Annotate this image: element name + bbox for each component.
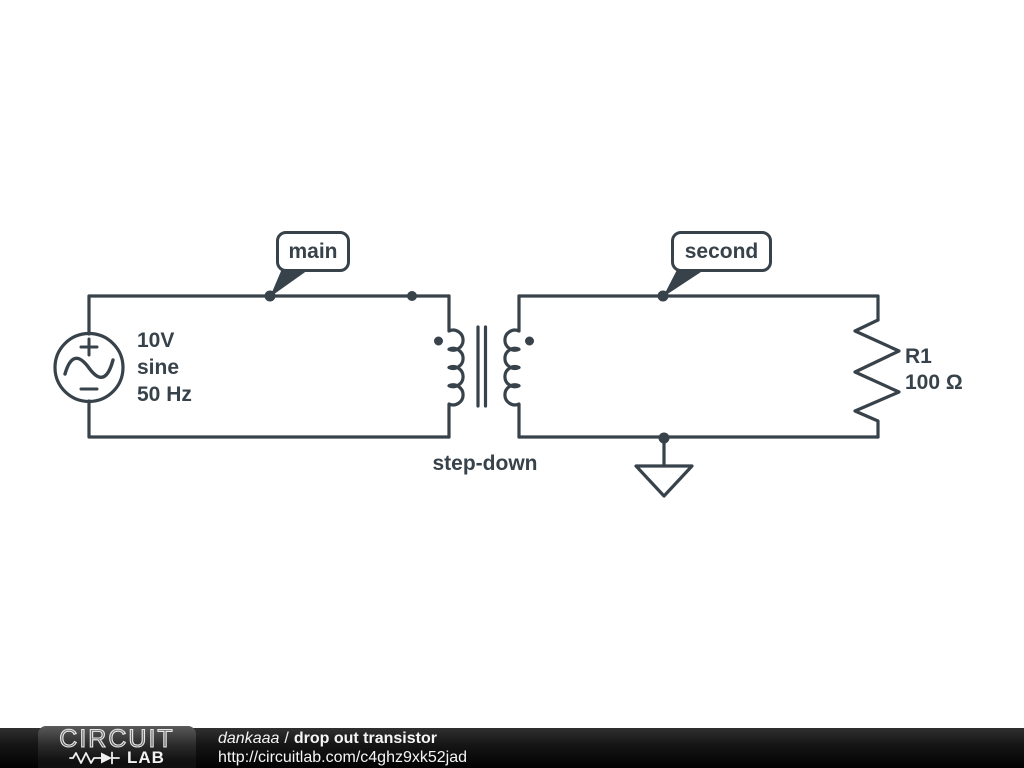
primary-phase-dot	[434, 336, 443, 346]
ground-icon	[634, 464, 694, 498]
voltage-source-body	[53, 331, 125, 404]
primary-loop-top-wire	[87, 294, 451, 336]
node-dot-ground	[658, 432, 670, 444]
title-separator: /	[284, 730, 289, 747]
voltage-source-frequency-label: 50 Hz	[137, 383, 192, 406]
node-label-main-text: main	[288, 239, 338, 263]
primary-loop-bottom-wire	[87, 399, 451, 439]
circuit-url: http://circuitlab.com/c4ghz9xk52jad	[218, 749, 468, 766]
voltage-source-plus-icon	[79, 337, 99, 357]
transformer-core	[476, 325, 488, 408]
transformer-caption: step-down	[432, 452, 538, 475]
node-label-second-text: second	[684, 239, 759, 263]
schematic-canvas: main second 10V sine 50 Hz step-down R1 …	[53, 231, 963, 498]
circuit-schematic	[53, 264, 901, 498]
secondary-loop-top-wire	[517, 294, 880, 322]
node-label-main: main	[276, 231, 350, 272]
circuit-title: drop out transistor	[293, 730, 437, 747]
footer-title-line: dankaaa/drop out transistor	[218, 729, 467, 748]
callout-main-tail	[270, 264, 308, 297]
voltage-source-sine-icon	[63, 356, 115, 379]
resistor-value-label: 100 Ω	[905, 371, 963, 394]
author-name: dankaaa	[218, 730, 280, 747]
callout-second-tail	[663, 264, 704, 297]
footer-text-block: dankaaa/drop out transistor http://circu…	[218, 729, 467, 767]
node-dot-junction	[407, 291, 417, 301]
transformer-primary-winding	[447, 294, 465, 439]
circuitlab-logo: CIRCUIT LAB	[38, 726, 196, 768]
transformer-secondary-winding	[503, 294, 521, 439]
resistor-zigzag	[853, 318, 901, 439]
resistor-diode-icon	[69, 751, 120, 765]
voltage-source-voltage-label: 10V	[137, 329, 175, 352]
resistor-ref-label: R1	[905, 345, 932, 368]
circuitlab-logo-wordmark-top: CIRCUIT	[59, 725, 175, 753]
secondary-phase-dot	[525, 336, 534, 346]
circuitlab-logo-wordmark-bottom: LAB	[127, 748, 165, 767]
voltage-source-waveform-label: sine	[137, 356, 180, 379]
node-label-second: second	[671, 231, 772, 272]
